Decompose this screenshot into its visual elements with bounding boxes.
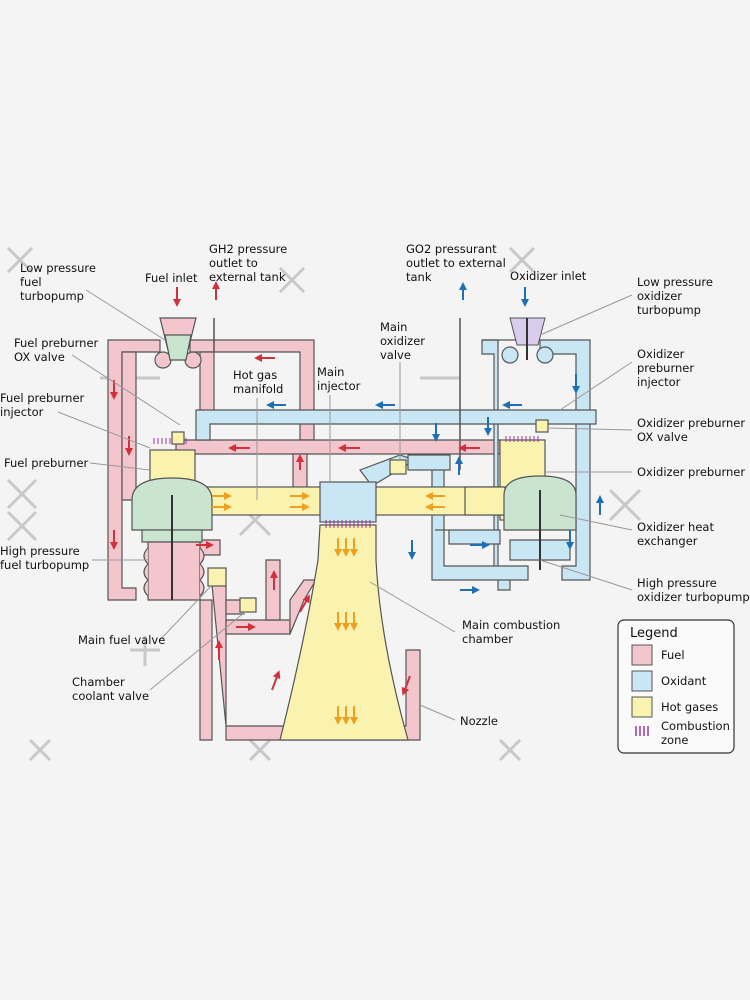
fuel-arrows — [110, 281, 480, 696]
legend-oxidant-label: Oxidant — [661, 674, 707, 688]
legend-hot-swatch — [631, 696, 653, 718]
ox-heat-exchanger-label: Oxidizer heat exchanger — [637, 520, 718, 548]
go2-outlet-label: GO2 pressurant outlet to external tank — [406, 242, 509, 284]
legend: Legend Fuel Oxidant Hot gases Combustion… — [617, 619, 735, 754]
valves — [171, 419, 549, 613]
oxidizer-inlet-label: Oxidizer inlet — [510, 269, 587, 283]
legend-fuel-swatch — [631, 644, 653, 666]
ox-preburner-injector-label: Oxidizer preburner injector — [637, 347, 698, 389]
hot-gas-manifold-label: Hot gas manifold — [233, 368, 283, 396]
legend-combustion-label: Combustion zone — [661, 719, 734, 747]
fuel-preburner-injector-label: Fuel preburner injector — [0, 391, 88, 419]
hot-arrows — [212, 492, 445, 725]
main-ox-valve-label: Main oxidizer valve — [380, 320, 429, 362]
gh2-outlet-label: GH2 pressure outlet to external tank — [209, 242, 291, 284]
ox-turbopump — [503, 475, 577, 570]
legend-hot-label: Hot gases — [661, 700, 718, 714]
lp-fuel-turbopump-label: Low pressure fuel turbopump — [20, 261, 100, 303]
main-injector-label: Main injector — [317, 365, 361, 393]
main-combustion-chamber — [153, 436, 539, 741]
main-combustion-chamber-label: Main combustion chamber — [462, 618, 564, 646]
legend-title: Legend — [630, 626, 678, 641]
hp-fuel-turbopump-label: High pressure fuel turbopump — [0, 544, 89, 572]
legend-fuel-label: Fuel — [661, 648, 685, 662]
leader-lines — [57, 289, 633, 721]
fuel-inlet-label: Fuel inlet — [145, 271, 198, 285]
oxidant-piping — [195, 339, 597, 591]
ox-preburner-label: Oxidizer preburner — [637, 465, 745, 479]
fuel-preburner-ox-valve-label: Fuel preburner OX valve — [14, 336, 102, 364]
ox-preburner-ox-valve-label: Oxidizer preburner OX valve — [637, 416, 749, 444]
lp-ox-turbopump — [501, 317, 554, 364]
legend-oxidant-swatch — [631, 670, 653, 692]
fuel-turbopump — [131, 477, 213, 601]
lp-fuel-turbopump — [154, 317, 202, 369]
nozzle-label: Nozzle — [460, 714, 498, 728]
fuel-preburner-label: Fuel preburner — [4, 456, 89, 470]
labels: Low pressure fuel turbopump Fuel inlet G… — [0, 242, 750, 728]
chamber-coolant-valve-label: Chamber coolant valve — [72, 675, 149, 703]
hp-ox-turbopump-label: High pressure oxidizer turbopump — [637, 576, 750, 604]
ox-arrows — [266, 282, 604, 594]
lp-ox-turbopump-label: Low pressure oxidizer turbopump — [637, 275, 717, 317]
legend-combustion-swatch — [635, 726, 649, 736]
main-fuel-valve-label: Main fuel valve — [78, 633, 165, 647]
